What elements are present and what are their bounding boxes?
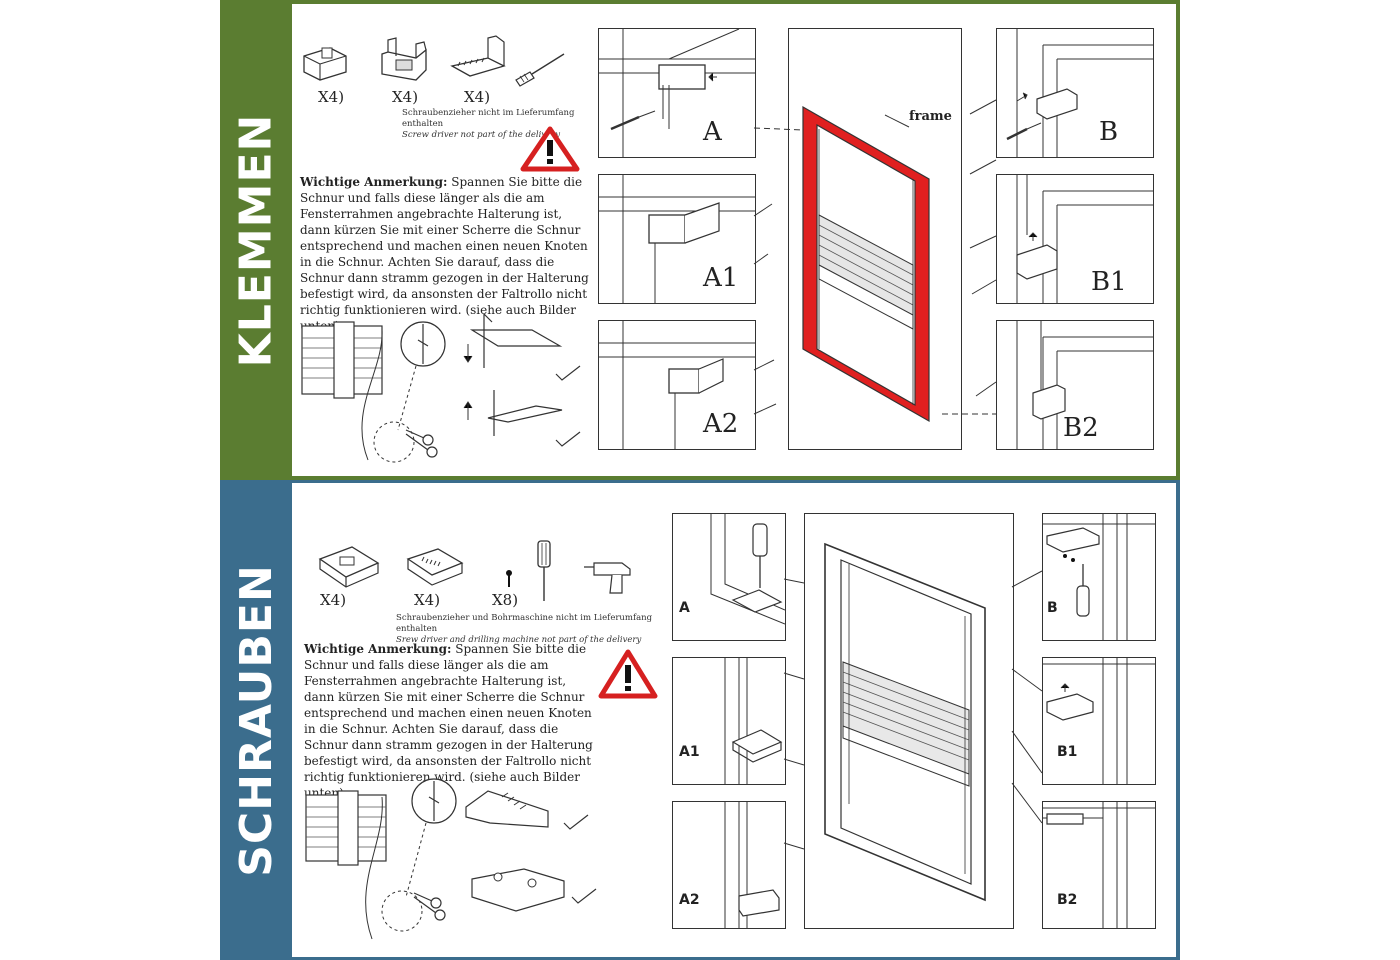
klemmen-note-heading: Wichtige Anmerkung: xyxy=(300,175,448,189)
schrauben-connectors xyxy=(783,570,1043,850)
schrauben-section: SCHRAUBEN X4) X4) X8) Sc xyxy=(220,480,1180,960)
klemmen-qty-1: X4) xyxy=(318,88,345,106)
screw-detail-box-a: A xyxy=(672,513,786,641)
screwdriver-vertical-icon xyxy=(537,540,551,601)
schrauben-title: SCHRAUBEN xyxy=(230,563,282,877)
window-diagram: frame xyxy=(788,28,962,450)
screw-label-b: B xyxy=(1047,600,1058,616)
screw-spring-bracket-icon xyxy=(406,548,464,586)
detail-box-b: B xyxy=(996,28,1154,158)
schrauben-qty-3: X8) xyxy=(492,591,519,609)
detail-box-a1: A1 xyxy=(598,174,756,304)
klemmen-panel: X4) X4) X4) Schraubenzieher nicht im Lie… xyxy=(292,4,1176,476)
label-b1: B1 xyxy=(1091,267,1127,297)
screw-label-a: A xyxy=(679,600,690,616)
detail-box-a2: A2 xyxy=(598,320,756,450)
clamp-spring-bracket-icon xyxy=(450,35,506,77)
scissors-icon xyxy=(405,429,438,458)
screw-bracket-icon xyxy=(318,546,380,588)
clamp-bracket-open-icon xyxy=(381,37,427,81)
schrauben-note-heading: Wichtige Anmerkung: xyxy=(304,642,452,656)
klemmen-tool-note-en: Screw driver not part of the delivery xyxy=(402,130,561,140)
klemmen-tool-note: Schraubenzieher nicht im Lieferumfang en… xyxy=(402,108,612,141)
screw-detail-box-a1: A1 xyxy=(672,657,786,785)
klemmen-sidebar: KLEMMEN xyxy=(220,0,292,480)
schrauben-panel: X4) X4) X8) Schraubenzieher und Bohrmasc… xyxy=(292,483,1176,957)
schrauben-note-body: Spannen Sie bitte die Schnur und falls d… xyxy=(304,642,593,800)
label-b: B xyxy=(1099,117,1119,147)
klemmen-title: KLEMMEN xyxy=(230,113,282,367)
schrauben-tool-note: Schraubenzieher und Bohrmaschine nicht i… xyxy=(396,613,666,646)
schrauben-qty-1: X4) xyxy=(320,591,347,609)
screw-label-a2: A2 xyxy=(679,892,700,908)
screw-window-diagram xyxy=(804,513,1014,929)
screw-icon xyxy=(506,570,512,587)
klemmen-connectors xyxy=(753,99,997,415)
screw-detail-box-a2: A2 xyxy=(672,801,786,929)
klemmen-qty-3: X4) xyxy=(464,88,491,106)
schrauben-sidebar: SCHRAUBEN xyxy=(220,480,292,960)
klemmen-tool-note-de: Schraubenzieher nicht im Lieferumfang en… xyxy=(402,108,575,129)
scissors-icon xyxy=(413,892,446,921)
warning-icon xyxy=(598,649,658,699)
screw-detail-box-b: B xyxy=(1042,513,1156,641)
detail-box-b1: B1 xyxy=(996,174,1154,304)
label-a2: A2 xyxy=(703,409,739,439)
screw-detail-box-b1: B1 xyxy=(1042,657,1156,785)
frame-label: frame xyxy=(909,109,952,124)
screw-label-b1: B1 xyxy=(1057,744,1078,760)
checkmark-icon xyxy=(555,365,581,447)
cord-cutting-illustration xyxy=(301,313,581,463)
klemmen-qty-2: X4) xyxy=(392,88,419,106)
label-b2: B2 xyxy=(1063,413,1099,443)
screw-detail-box-b2: B2 xyxy=(1042,801,1156,929)
detail-box-a: A xyxy=(598,28,756,158)
screw-label-b2: B2 xyxy=(1057,892,1078,908)
schrauben-note: Wichtige Anmerkung: Spannen Sie bitte di… xyxy=(304,641,594,801)
checkmark-icon xyxy=(563,814,597,904)
screw-label-a1: A1 xyxy=(679,744,700,760)
label-a: A xyxy=(703,117,722,147)
detail-box-b2: B2 xyxy=(996,320,1154,450)
clamp-bracket-icon xyxy=(303,47,347,81)
warning-icon xyxy=(520,126,580,172)
drill-icon xyxy=(584,562,631,594)
screwdriver-icon xyxy=(515,53,565,87)
screw-cord-illustration xyxy=(305,778,597,940)
klemmen-section: KLEMMEN X4) X4) X4) Schraubenzieher n xyxy=(220,0,1180,480)
label-a1: A1 xyxy=(703,263,739,293)
schrauben-tool-note-de: Schraubenzieher und Bohrmaschine nicht i… xyxy=(396,613,653,634)
schrauben-qty-2: X4) xyxy=(414,591,441,609)
schrauben-tool-note-en: Srew driver and drilling machine not par… xyxy=(396,635,642,645)
